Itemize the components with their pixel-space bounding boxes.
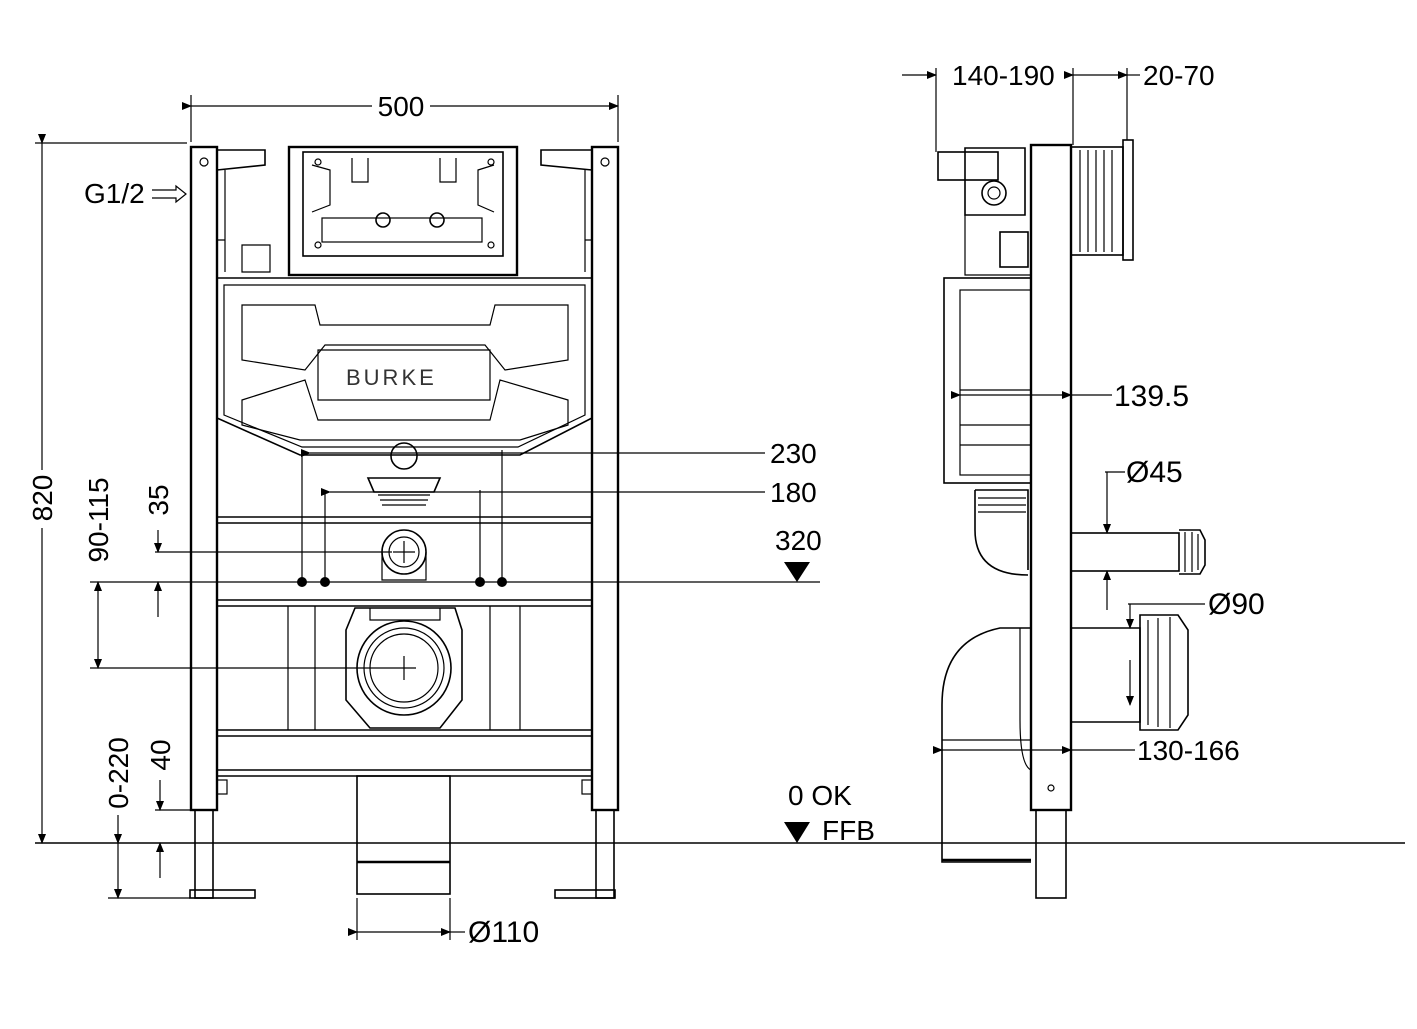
cistern-body	[216, 277, 593, 456]
dim-130-166: 130-166	[1137, 735, 1240, 766]
dim-20-70: 20-70	[1143, 60, 1215, 91]
dim-height-820: 820	[27, 475, 58, 522]
flush-bolt-right	[429, 212, 445, 228]
left-upright	[189, 145, 219, 812]
level-ok-label: 0 OK	[788, 780, 852, 811]
dim-0-220: 0-220	[103, 737, 134, 809]
floor-level-marker-icon	[784, 822, 810, 843]
dim-40: 40	[145, 739, 176, 770]
flush-plate-frame	[287, 145, 519, 277]
flush-spigot	[1070, 532, 1180, 572]
brand-logo: BURKE	[346, 365, 437, 390]
dim-110: Ø110	[468, 916, 539, 949]
dim-230: 230	[770, 438, 817, 469]
dim-35: 35	[143, 484, 174, 515]
dim-width-500: 500	[378, 91, 425, 122]
dim-90-115: 90-115	[83, 477, 114, 562]
right-upright	[590, 145, 620, 812]
side-view: 140-190 20-70 139.5 Ø45 Ø90 130-166	[902, 60, 1265, 899]
side-upright	[1029, 143, 1073, 812]
dim-320: 320	[775, 525, 822, 556]
inlet-arrow-icon	[152, 184, 187, 204]
dim-90: Ø90	[1208, 588, 1265, 621]
dim-45: Ø45	[1126, 456, 1183, 489]
flush-bolt-left	[375, 212, 391, 228]
side-cistern	[943, 277, 1032, 484]
level-ffb-label: FFB	[822, 815, 875, 846]
dim-140-190: 140-190	[952, 60, 1055, 91]
inlet-label: G1/2	[84, 178, 145, 209]
waste-pipe-drop	[356, 775, 451, 895]
front-view: BURKE	[27, 91, 875, 949]
dim-180: 180	[770, 477, 817, 508]
dim-139-5: 139.5	[1114, 380, 1189, 413]
level-320-marker-icon	[784, 562, 810, 582]
